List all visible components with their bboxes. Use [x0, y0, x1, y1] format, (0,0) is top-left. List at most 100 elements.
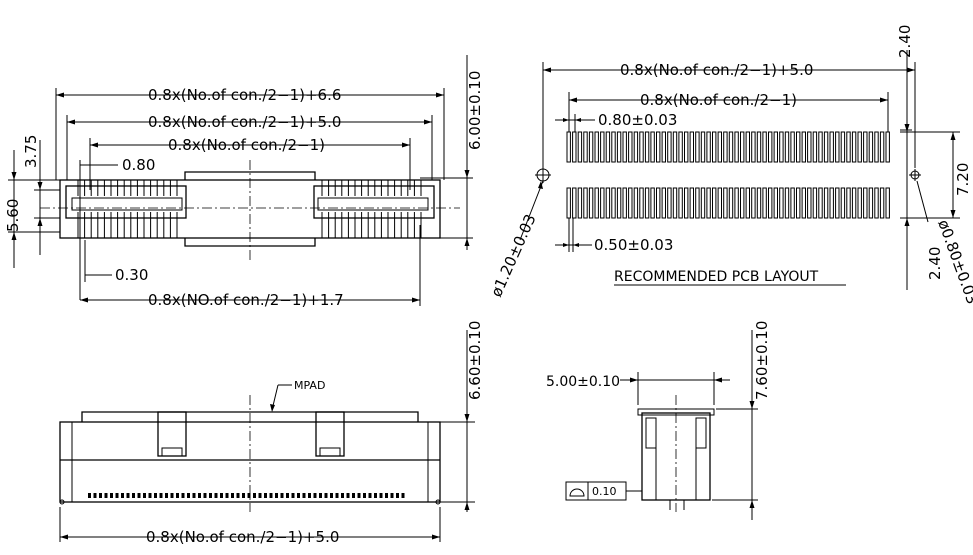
pcb-pad	[650, 187, 655, 219]
top-connector-body	[40, 160, 460, 260]
solder-tail	[341, 493, 344, 498]
solder-tail	[231, 493, 234, 498]
solder-tail	[247, 493, 251, 498]
solder-tail	[308, 493, 311, 498]
solder-tail	[99, 493, 102, 498]
pcb-pad	[566, 131, 571, 163]
solder-tail	[396, 493, 399, 498]
pcb-pad	[712, 187, 717, 219]
front-dim-height: 6.60±0.10	[466, 321, 484, 400]
pcb-pad	[835, 187, 840, 219]
pcb-pad	[751, 187, 756, 219]
pcb-pad	[857, 131, 862, 163]
front-label-mpad: MPAD	[294, 379, 325, 392]
pcb-pad	[656, 131, 661, 163]
solder-tail	[269, 493, 273, 498]
pcb-pad	[807, 131, 812, 163]
solder-tail	[115, 493, 119, 498]
side-dim-width: 5.00±0.10	[546, 374, 620, 390]
pcb-pad	[728, 187, 734, 219]
pcb-pad	[818, 131, 823, 163]
pcb-pad	[851, 187, 857, 219]
pcb-pad	[678, 187, 683, 219]
pcb-pad	[616, 131, 622, 163]
pcb-dim-row-span: 7.20	[954, 163, 972, 196]
solder-tail	[390, 493, 394, 498]
solder-tail	[346, 493, 350, 498]
pcb-pad	[622, 131, 627, 163]
pcb-pad	[762, 187, 767, 219]
pcb-pad	[706, 187, 711, 219]
pcb-pad	[829, 187, 834, 219]
top-dim-height: 6.00±0.10	[466, 71, 484, 150]
pcb-pad	[868, 131, 874, 163]
pcb-pad	[773, 187, 778, 219]
solder-tail	[214, 493, 218, 498]
pcb-pad	[628, 187, 633, 219]
front-dim-bottom: 0.8x(No.of con./2−1)+5.0	[146, 528, 339, 546]
solder-tail	[374, 493, 377, 498]
side-dim-height: 7.60±0.10	[753, 321, 771, 400]
pcb-pad	[695, 131, 700, 163]
solder-tail	[330, 493, 333, 498]
top-dim-pin-width: 0.30	[115, 266, 148, 284]
solder-tail	[220, 493, 223, 498]
pcb-pad	[790, 187, 795, 219]
solder-tail	[385, 493, 388, 498]
pcb-pad	[823, 187, 829, 219]
pcb-pad	[728, 131, 734, 163]
pcb-pad	[577, 187, 583, 219]
solder-tail	[401, 493, 405, 498]
solder-tail	[379, 493, 383, 498]
solder-tail	[302, 493, 306, 498]
pcb-pad	[700, 131, 706, 163]
pcb-pad	[784, 131, 790, 163]
pcb-pad	[667, 187, 672, 219]
solder-tail	[264, 493, 267, 498]
solder-tail	[313, 493, 317, 498]
pcb-pad	[846, 131, 851, 163]
pcb-pad	[762, 131, 767, 163]
pcb-pad	[863, 131, 868, 163]
pcb-pad	[835, 131, 840, 163]
front-pins	[88, 493, 405, 498]
solder-tail	[236, 493, 240, 498]
pcb-pad	[807, 187, 812, 219]
solder-tail	[159, 493, 163, 498]
pcb-pad	[846, 187, 851, 219]
solder-tail	[225, 493, 229, 498]
pcb-dim-pitch-span: 0.8x(No.of con./2−1)	[640, 91, 797, 109]
solder-tail	[104, 493, 108, 498]
top-dim-overall: 0.8x(No.of con./2−1)+6.6	[148, 86, 341, 104]
solder-tail	[170, 493, 174, 498]
pcb-pad	[885, 131, 890, 163]
pcb-pad	[756, 131, 762, 163]
solder-tail	[209, 493, 212, 498]
pcb-pad	[790, 131, 795, 163]
solder-tail	[121, 493, 124, 498]
pcb-pad	[863, 187, 868, 219]
solder-tail	[324, 493, 328, 498]
pcb-pad	[734, 187, 739, 219]
pcb-pad	[572, 187, 577, 219]
pcb-pad	[829, 131, 834, 163]
pcb-pad	[583, 187, 588, 219]
pcb-pad	[695, 187, 700, 219]
solder-tail	[88, 493, 91, 498]
pcb-pad	[661, 131, 666, 163]
solder-tail	[335, 493, 339, 498]
top-pins-left	[77, 180, 178, 238]
pcb-pad	[801, 131, 806, 163]
pcb-pad	[583, 131, 588, 163]
pcb-pad	[622, 187, 627, 219]
pcb-pad-row-bottom	[566, 187, 890, 219]
pcb-pad	[779, 131, 784, 163]
solder-tail	[148, 493, 152, 498]
pcb-pad	[667, 131, 672, 163]
pcb-pad	[740, 131, 745, 163]
flatness-value: 0.10	[592, 485, 617, 498]
pcb-pad	[616, 187, 622, 219]
pcb-pad	[572, 131, 577, 163]
pcb-pad	[594, 187, 599, 219]
